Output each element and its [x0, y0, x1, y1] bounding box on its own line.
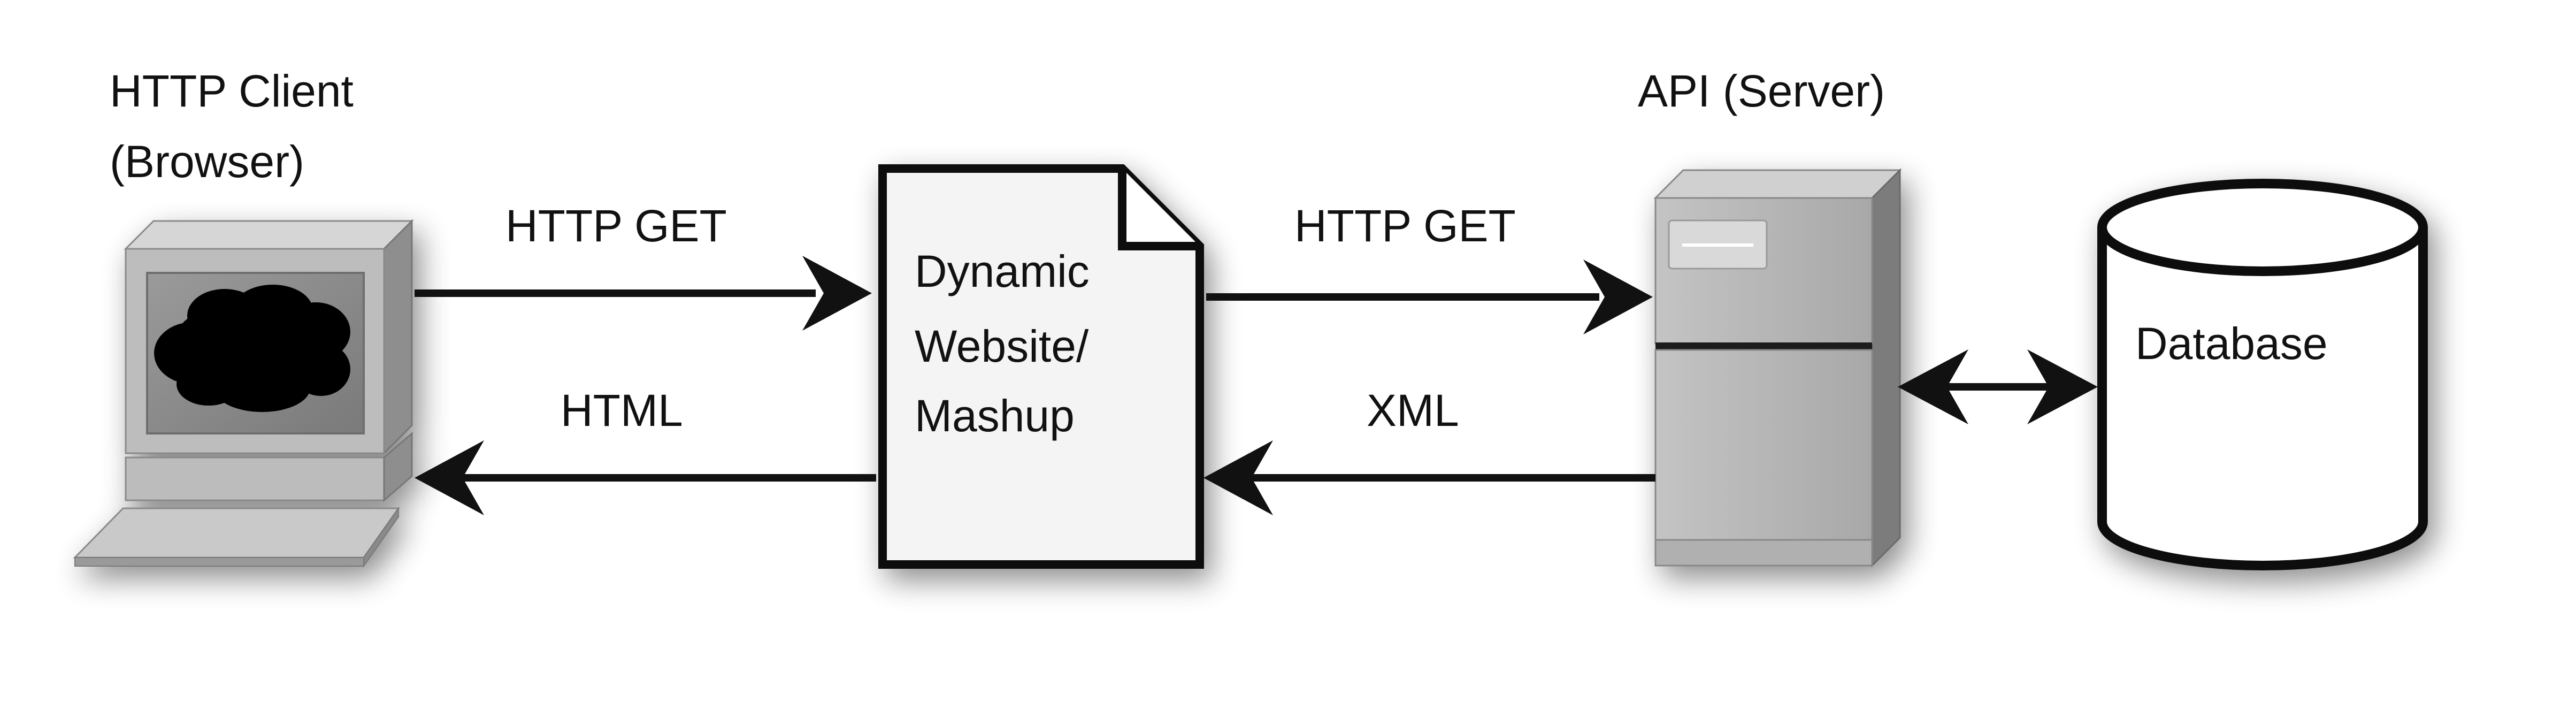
client-subtitle: (Browser) — [110, 136, 305, 187]
arrow-label-server-get: HTTP GET — [1294, 201, 1516, 251]
database-cylinder-icon — [2097, 179, 2428, 570]
client-title: HTTP Client — [110, 66, 354, 116]
arrow-label-html: HTML — [561, 385, 683, 436]
arrow-server-database-bidirectional — [1898, 349, 2098, 424]
document-icon — [878, 164, 1204, 569]
arrow-site-to-client — [415, 440, 876, 515]
database-label: Database — [2135, 318, 2328, 369]
computer-with-cloud-icon — [73, 219, 414, 568]
arrow-label-client-get: HTTP GET — [505, 201, 727, 251]
document-label-line-3: Mashup — [915, 391, 1075, 441]
arrow-server-to-site — [1203, 440, 1655, 515]
document-label-line-2: Website/ — [915, 321, 1089, 371]
arrow-client-to-site — [415, 256, 872, 331]
document-label-line-1: Dynamic — [915, 246, 1090, 296]
arrow-label-xml: XML — [1367, 385, 1459, 436]
cloud-icon — [154, 285, 350, 412]
server-tower-icon — [1653, 168, 1902, 568]
arrow-site-to-server — [1206, 260, 1653, 334]
server-title: API (Server) — [1638, 66, 1885, 116]
